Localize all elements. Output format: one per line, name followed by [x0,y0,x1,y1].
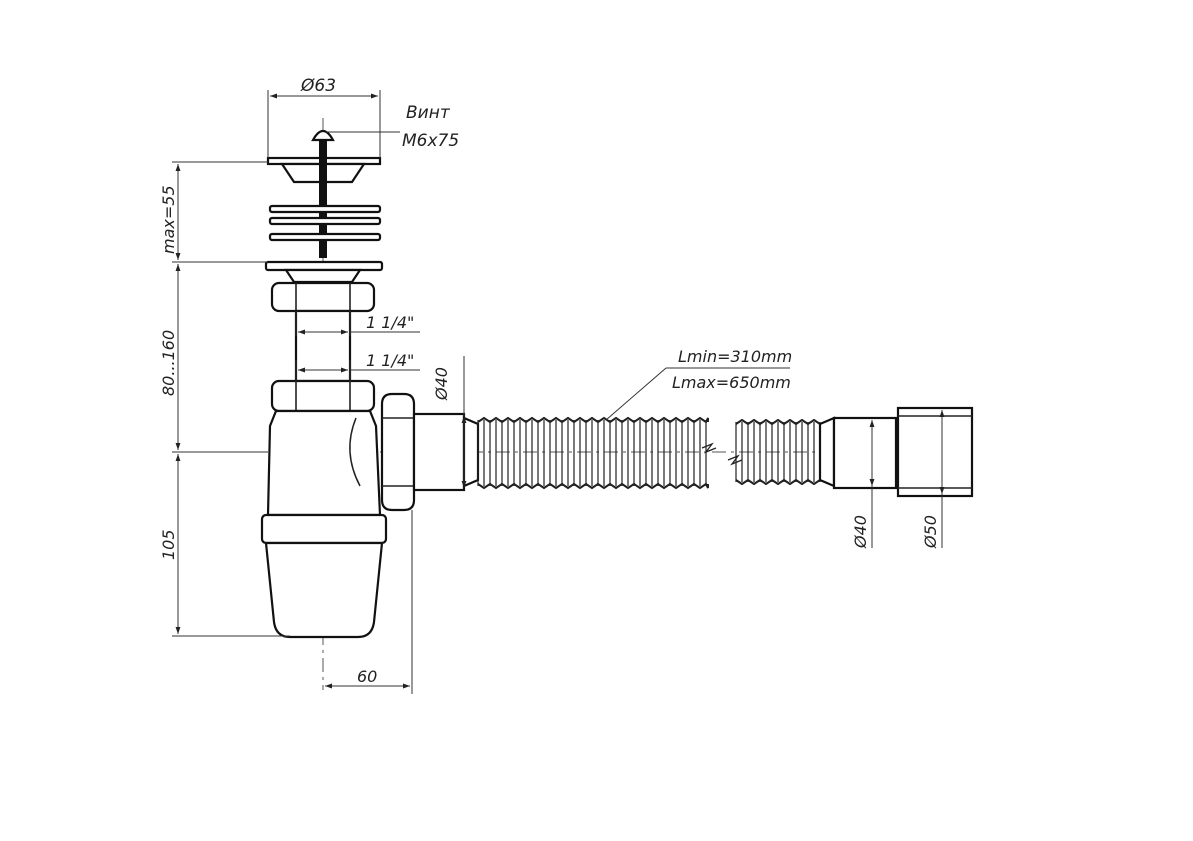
hose-segment-left [477,416,709,490]
corrugated-hose [477,416,821,490]
label-thread-mid: 1 1/4" [366,351,414,370]
upper-nut-body [270,281,376,313]
labels: Ø63 Винт M6x75 max=55 80...160 105 60 1 … [159,76,940,686]
flange-neck [283,268,363,284]
label-dia-50-end: Ø50 [921,515,940,549]
outlet-connector [380,392,480,512]
lower-nut [270,379,376,413]
outlet-taper [462,416,480,488]
end-connector-40 [832,416,898,490]
trap-body [260,409,388,639]
break-mark-left [701,442,717,454]
washer-3 [268,232,382,242]
upper-nut [270,281,376,313]
outlet-nut [380,392,416,512]
label-lmin: Lmin=310mm [678,347,792,366]
screw-head [311,129,335,142]
label-60: 60 [357,667,377,686]
label-screw-title: Винт [406,103,451,123]
sink-flange [264,260,384,272]
label-max-55: max=55 [159,185,178,254]
washer-1 [268,204,382,214]
label-lmax: Lmax=650mm [672,373,791,392]
lower-nut-body [270,379,376,413]
label-screw-size: M6x75 [402,131,459,151]
label-105: 105 [159,529,178,560]
washer-2 [268,216,382,226]
label-80-160: 80...160 [159,330,178,396]
trap-ring [260,513,388,545]
end-connector-50 [896,406,974,498]
hose-leader-line [605,367,667,421]
screw-shank [319,140,327,258]
trap-upper-body [266,409,382,517]
end-fittings [818,406,974,498]
label-dia-40-outlet: Ø40 [432,367,451,401]
centre-lines [172,118,972,690]
hose-outline [477,416,709,490]
end-taper [818,416,836,488]
drain-grate [266,129,400,258]
trap-cup [264,541,384,639]
label-thread-top: 1 1/4" [366,313,414,332]
outlet-socket [412,412,466,492]
break-mark-right [727,454,743,466]
hose-outline [735,418,821,486]
label-dia-63: Ø63 [300,76,336,96]
hose-segment-right [735,418,821,486]
dimensions [172,90,945,694]
label-dia-40-end: Ø40 [851,515,870,549]
